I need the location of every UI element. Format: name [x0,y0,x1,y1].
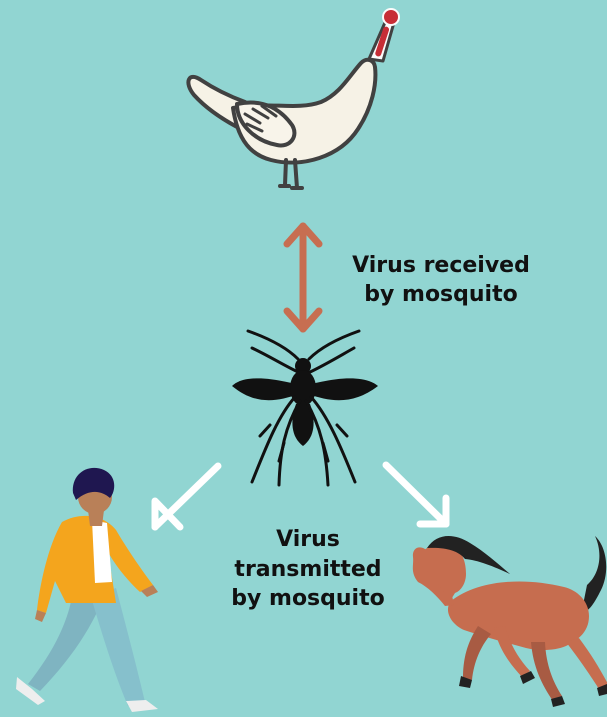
bird-illustration [188,9,399,188]
horse-back-leg-right [566,638,607,689]
transmission-arrow-left [155,466,218,527]
mosquito-antenna-left [248,331,298,359]
mosquito-antenna-right [309,331,359,359]
received-arrow [287,226,319,329]
horse-back-leg-left [531,642,562,701]
horse-tail [582,536,606,611]
person-shoe-right [126,700,158,712]
horse-illustration [413,536,607,707]
horse-hooves [459,671,607,707]
mosquito-thorax [290,370,316,406]
mosquito-illustration [232,331,378,485]
horse-body [448,581,589,650]
mosquito-right-wing [308,378,378,400]
virus-transmitted-label: Virus transmitted by mosquito [198,525,418,614]
thermometer-bulb [383,9,399,25]
person-front-leg [91,588,145,706]
mosquito-left-wing [232,378,299,400]
horse-front-leg-left [463,626,491,680]
person-illustration [16,468,158,712]
transmission-arrow-right [386,465,446,524]
virus-received-label: Virus received by mosquito [331,251,551,309]
